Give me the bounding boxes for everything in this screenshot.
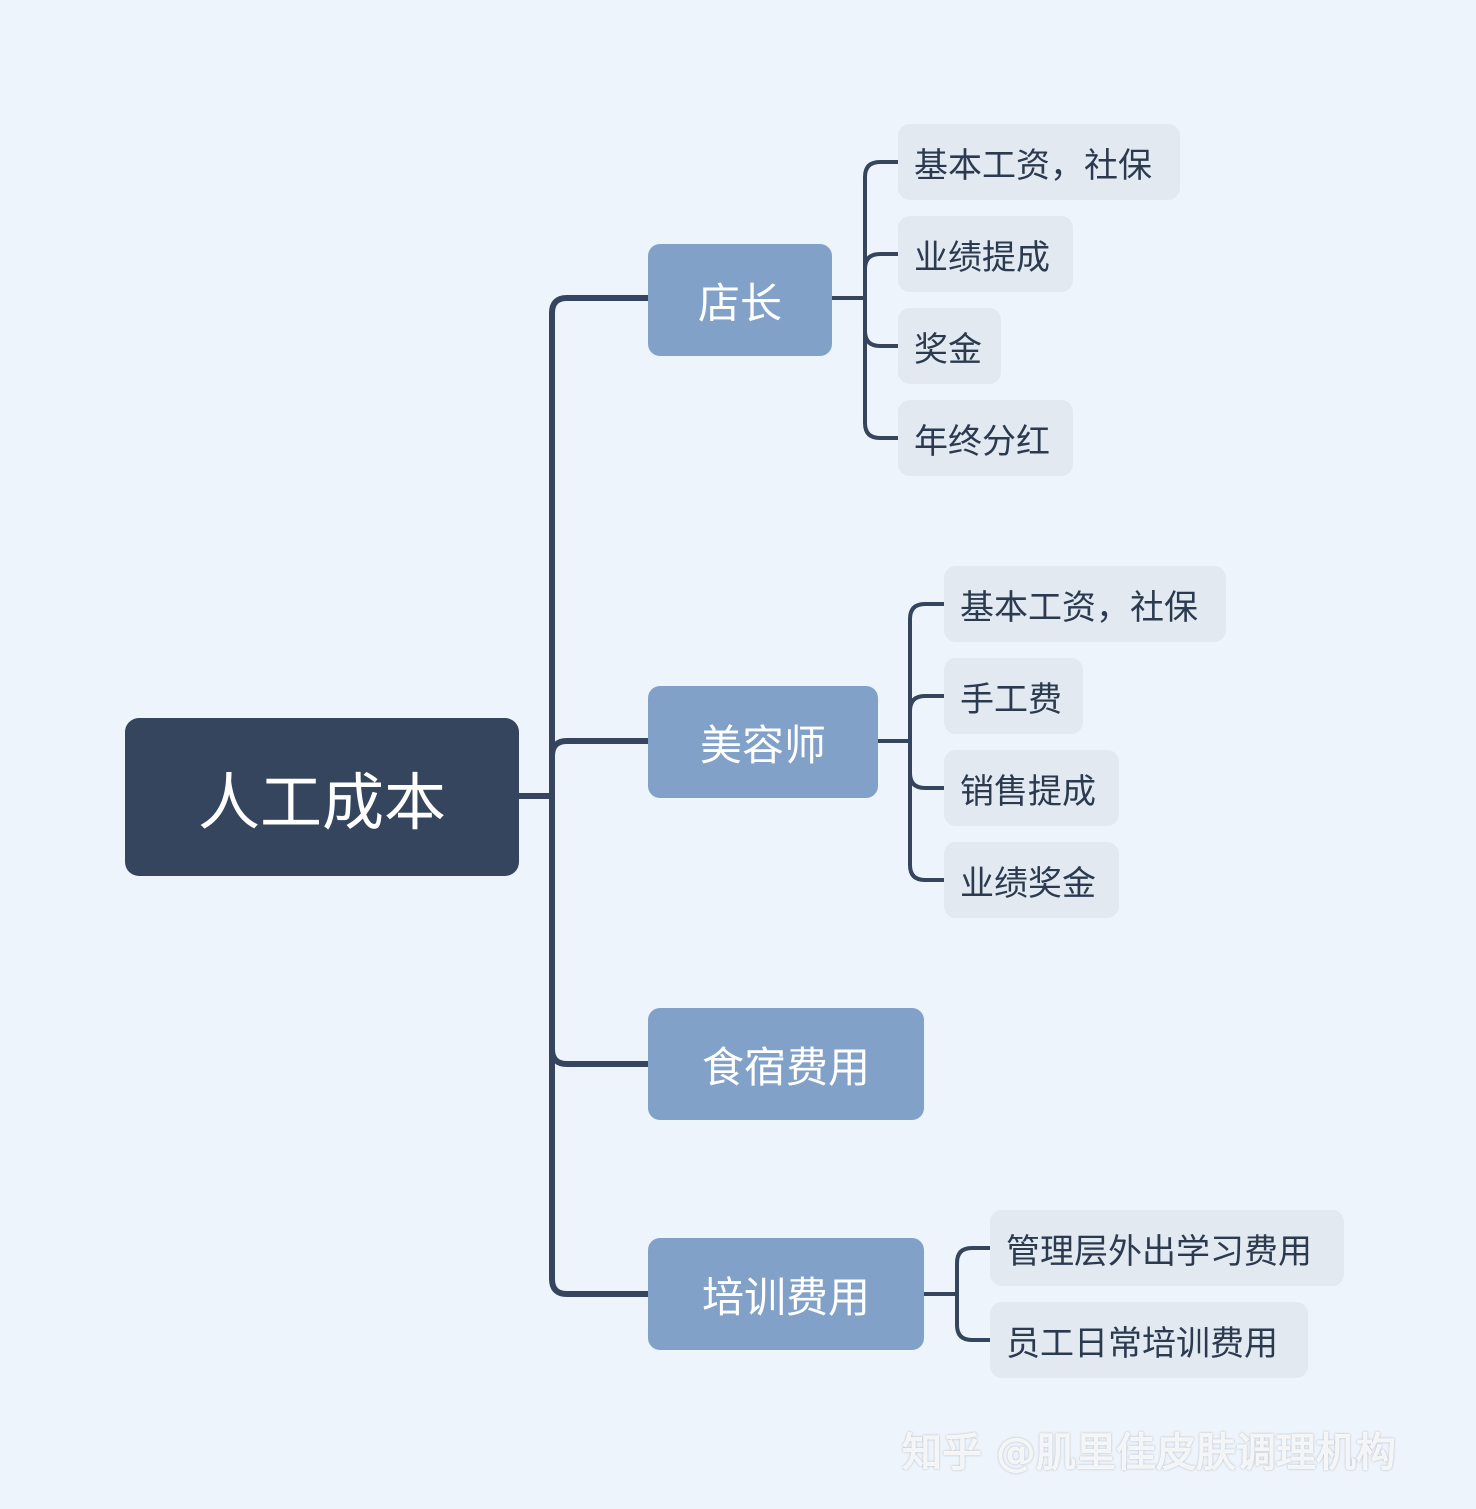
leaf-meirongshi-salary: 基本工资，社保 <box>944 566 1226 642</box>
watermark: 知乎 @肌里佳皮肤调理机构 <box>902 1430 1396 1476</box>
branch-meirongshi: 美容师 <box>648 686 878 798</box>
sub-spine-peixun <box>955 1246 990 1342</box>
leaf-meirongshi-sales-commission: 销售提成 <box>944 750 1119 826</box>
connector-shisu <box>549 1048 648 1067</box>
branch-shisu: 食宿费用 <box>648 1008 924 1120</box>
sub-connector-dianzhang-3 <box>863 330 898 348</box>
leaf-dianzhang-bonus: 奖金 <box>898 308 1001 384</box>
root-node: 人工成本 <box>125 718 519 876</box>
leaf-meirongshi-performance-bonus: 业绩奖金 <box>944 842 1119 918</box>
leaf-dianzhang-commission: 业绩提成 <box>898 216 1073 292</box>
connector-meirongshi <box>549 738 648 757</box>
sub-connector-meirongshi-3 <box>908 772 944 790</box>
sub-spine-dianzhang <box>863 160 898 440</box>
leaf-peixun-staff: 员工日常培训费用 <box>990 1302 1308 1378</box>
leaf-peixun-management: 管理层外出学习费用 <box>990 1210 1344 1286</box>
branch-peixun: 培训费用 <box>648 1238 924 1350</box>
root-spine <box>549 295 568 1297</box>
sub-spine-meirongshi <box>908 602 944 882</box>
sub-connector-meirongshi-2 <box>908 694 944 712</box>
branch-dianzhang: 店长 <box>648 244 832 356</box>
leaf-dianzhang-salary: 基本工资，社保 <box>898 124 1180 200</box>
sub-connector-dianzhang-2 <box>863 252 898 270</box>
leaf-dianzhang-dividend: 年终分红 <box>898 400 1073 476</box>
leaf-meirongshi-handfee: 手工费 <box>944 658 1083 734</box>
